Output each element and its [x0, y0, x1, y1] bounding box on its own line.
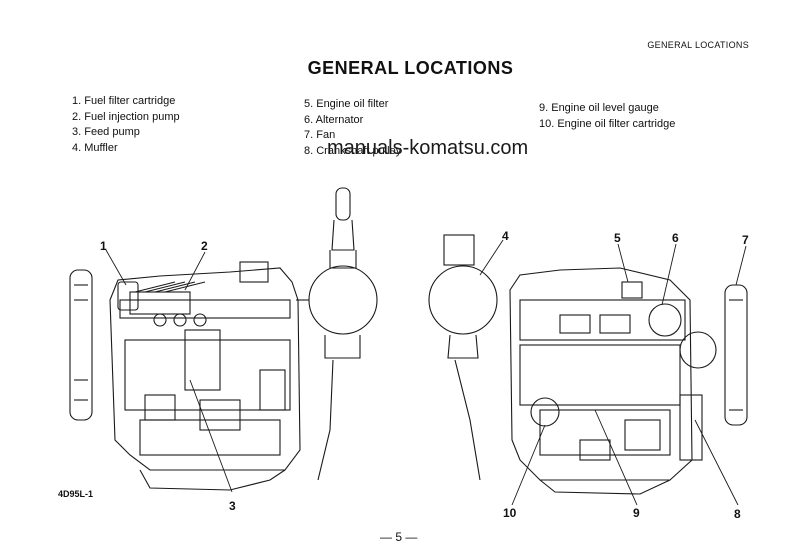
watermark-text: manuals-komatsu.com: [327, 137, 529, 159]
legend-column-3: 9. Engine oil level gauge 10. Engine oil…: [539, 101, 675, 132]
legend-item-oil-filter: 5. Engine oil filter: [304, 98, 389, 110]
callout-9: 9: [633, 506, 640, 520]
callout-8: 8: [734, 507, 741, 521]
legend-item-crankshaft-pulley: 8. Crankshaft pulley: [304, 144, 402, 157]
legend-column-2: 5. Engine oil filter 6. Alternator 7. Fa…: [304, 97, 401, 159]
callout-5: 5: [614, 231, 621, 245]
callout-1: 1: [100, 239, 107, 253]
legend-item-fan: 7. Fan: [304, 129, 336, 141]
callout-6: 6: [672, 231, 679, 245]
legend-item-alternator: 6. Alternator: [304, 113, 364, 126]
legend-item-feed-pump: 3. Feed pump: [72, 126, 140, 138]
legend-item-injection-pump: 2. Fuel injection pump: [72, 110, 180, 123]
page-title: GENERAL LOCATIONS: [307, 58, 514, 78]
left-engine-view: [69, 187, 378, 491]
right-fan-icon: [724, 284, 748, 426]
right-engine-view: [428, 234, 748, 495]
callout-3: 3: [229, 499, 236, 513]
callout-7: 7: [742, 233, 749, 247]
callout-2: 2: [201, 239, 208, 253]
legend-item-muffler: 4. Muffler: [72, 141, 118, 154]
callout-10: 10: [503, 506, 517, 520]
legend-item-oil-level-gauge: 9. Engine oil level gauge: [539, 102, 659, 114]
callout-4: 4: [502, 229, 509, 243]
running-header: GENERAL LOCATIONS: [647, 40, 749, 50]
legend-item-oil-filter-cartridge: 10. Engine oil filter cartridge: [539, 117, 676, 130]
legend-item-fuel-filter: 1. Fuel filter cartridge: [72, 95, 176, 107]
right-muffler-icon: [428, 265, 498, 335]
model-label: 4D95L-1: [58, 489, 94, 499]
page-number: — 5 —: [380, 530, 418, 544]
left-muffler-icon: [308, 265, 378, 335]
legend-column-1: 1. Fuel filter cartridge 2. Fuel injecti…: [72, 94, 180, 156]
left-fan-icon: [69, 269, 93, 421]
